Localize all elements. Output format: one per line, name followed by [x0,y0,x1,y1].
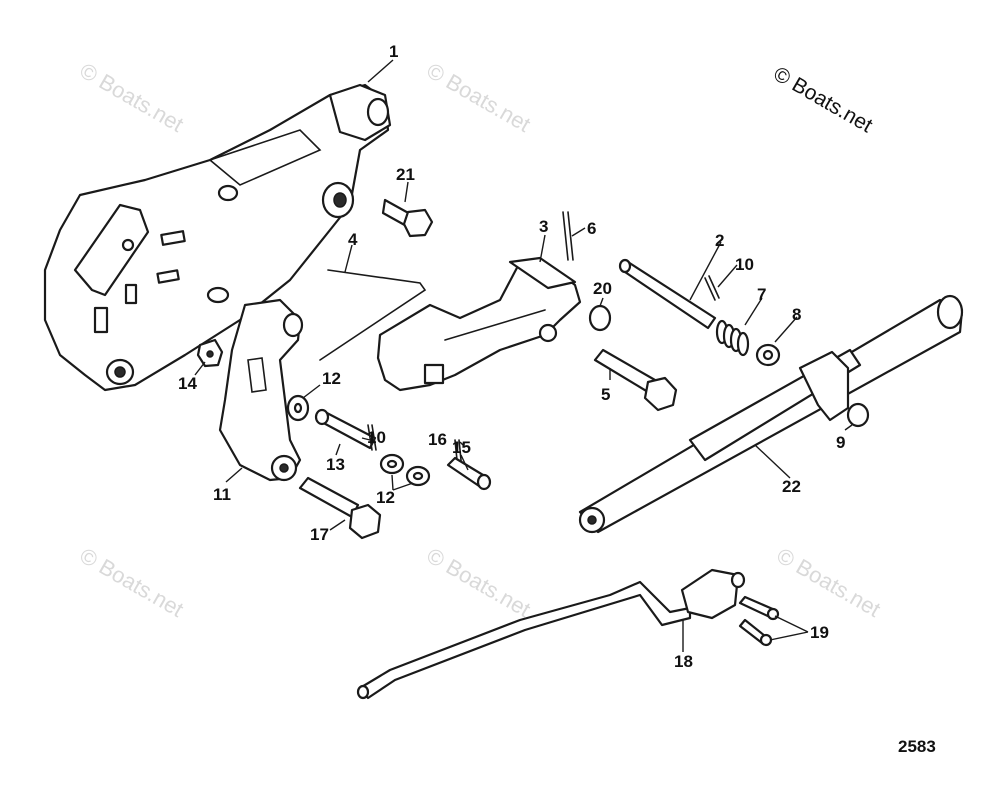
callout-6: 6 [587,219,596,238]
part-14-clip [196,338,224,368]
callout-8: 8 [792,305,801,324]
callout-21: 21 [396,165,415,184]
callout-5: 5 [601,385,610,404]
callout-18: 18 [674,652,693,671]
drawing-number: 2583 [898,737,936,756]
callout-2: 2 [715,231,724,250]
watermark-bottom-right: © Boats.net [773,543,885,622]
part-6-cotter-pin [562,211,574,261]
part-22-tube-rod [578,294,964,534]
part-7-spring [715,319,750,357]
callout-10-upper: 10 [735,255,754,274]
callout-9: 9 [836,433,845,452]
watermark-bottom-left: © Boats.net [76,543,188,622]
callout-12-upper: 12 [322,369,341,388]
callout-22: 22 [782,477,801,496]
callout-15: 15 [452,438,471,457]
part-18-cable [356,568,746,700]
part-9-washer [846,402,870,428]
callout-20: 20 [593,279,612,298]
callout-1: 1 [389,42,398,61]
callout-14: 14 [178,374,197,393]
part-19-screws [738,595,780,647]
callout-3: 3 [539,217,548,236]
callout-13: 13 [326,455,345,474]
leader-lines [194,59,853,652]
part-10-cotter-pins [367,275,720,451]
callout-labels: 1 2 3 4 5 6 7 8 9 10 10 11 12 12 13 14 1… [178,42,845,671]
callout-12-lower: 12 [376,488,395,507]
part-21-bolt [381,198,434,238]
part-8-washer [755,343,781,367]
part-4-wire-rod [319,269,427,361]
part-5-bolt [593,348,678,412]
part-15-pin [446,456,492,491]
callout-17: 17 [310,525,329,544]
part-3-bracket [376,256,582,392]
callout-11: 11 [213,485,231,504]
callout-4: 4 [348,230,358,249]
part-2-shaft [618,258,717,330]
callout-7: 7 [757,285,766,304]
copyright-notice: © Boats.net [770,62,877,137]
part-13-pin [314,408,377,450]
part-1-bracket-plate [43,83,392,392]
part-11-lever [218,298,304,482]
part-12-washers [286,394,431,487]
callout-19: 19 [810,623,829,642]
watermark-top-center: © Boats.net [423,58,535,137]
watermark-top-left: © Boats.net [76,58,188,137]
part-20-bushing [588,304,612,332]
watermark-bottom-center: © Boats.net [423,543,535,622]
callout-16: 16 [428,430,447,449]
part-17-bolt [298,476,382,540]
callout-10-lower: 10 [367,428,386,447]
